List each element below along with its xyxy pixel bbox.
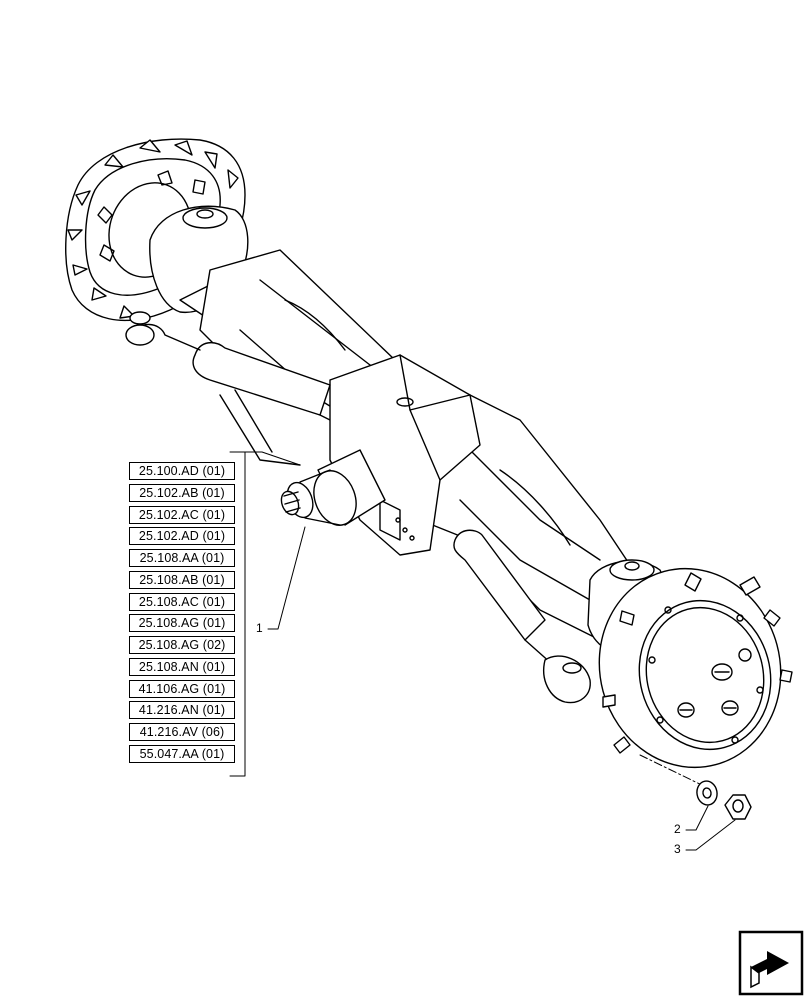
right-steering-cylinder [453,529,591,704]
next-page-arrow-icon[interactable] [737,929,805,997]
bracket-leader-line [244,451,301,466]
reference-link[interactable]: 55.047.AA (01) [129,744,235,763]
reference-link[interactable]: 25.100.AD (01) [129,462,235,480]
washer [696,780,718,806]
reference-link[interactable]: 25.108.AN (01) [129,657,235,676]
right-wheel-hub [598,567,793,769]
reference-link[interactable]: 41.106.AG (01) [129,679,235,698]
reference-link[interactable]: 25.102.AB (01) [129,483,235,502]
left-steering-cylinder [125,311,331,466]
reference-link[interactable]: 41.216.AV (06) [129,723,235,741]
reference-list: 25.100.AD (01) 25.102.AB (01) 25.102.AC … [129,462,237,767]
reference-link[interactable]: 25.108.AA (01) [129,549,235,567]
reference-link[interactable]: 41.216.AN (01) [129,701,235,720]
reference-link[interactable]: 25.102.AD (01) [129,527,235,546]
callout-label-2[interactable]: 2 [674,822,681,836]
callout-2-leader [685,805,709,831]
callout-3-leader [685,819,736,851]
reference-link[interactable]: 25.108.AG (01) [129,614,235,633]
callout-label-1[interactable]: 1 [256,621,263,635]
reference-bracket [229,451,246,777]
reference-link[interactable]: 25.108.AB (01) [129,570,235,589]
nut [724,794,752,820]
reference-link[interactable]: 25.108.AG (02) [129,636,235,654]
reference-link[interactable]: 25.108.AC (01) [129,592,235,611]
reference-link[interactable]: 25.102.AC (01) [129,505,235,524]
input-drive-flange [280,449,386,526]
callout-1-leader [267,526,306,630]
callout-label-3[interactable]: 3 [674,842,681,856]
